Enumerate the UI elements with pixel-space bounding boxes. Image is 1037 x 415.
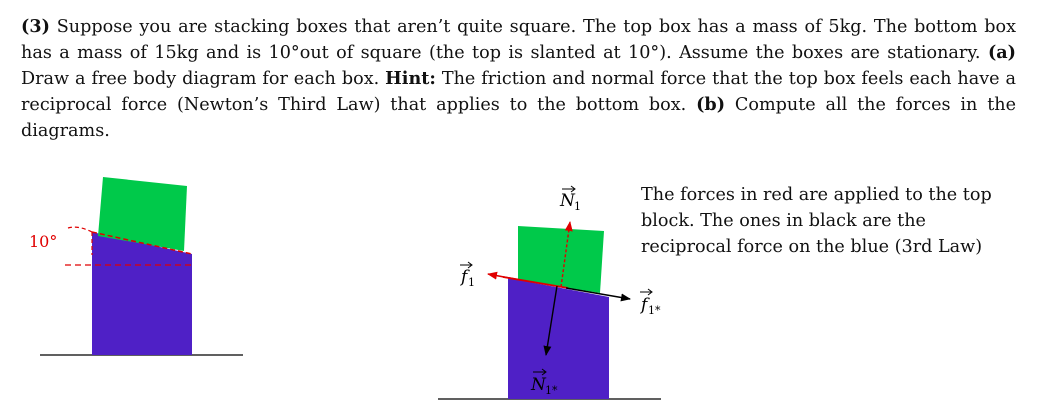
normal-bottom-letter: N xyxy=(530,375,547,395)
angle-arc xyxy=(67,226,93,233)
hint-text: The friction and normal force that the t… xyxy=(21,69,1016,115)
normal-force-reciprocal-arrow xyxy=(543,285,558,356)
part-b-text: Compute all the forces in the diagrams. xyxy=(21,95,1017,141)
right-figure: N 1 N 1* f 1 f 1* xyxy=(438,185,661,400)
problem-statement: (3) Suppose you are stacking boxes that … xyxy=(21,14,1016,144)
label-friction-right: f 1* xyxy=(639,288,661,317)
friction-reciprocal-arrow xyxy=(565,287,631,302)
friction-left-letter: f xyxy=(459,267,470,287)
part-a-label: (a) xyxy=(987,42,1016,63)
normal-top-letter: N xyxy=(559,191,576,211)
normal-bottom-subscript: 1* xyxy=(545,384,558,397)
problem-number: (3) xyxy=(21,16,50,37)
top-box-right xyxy=(518,226,604,293)
friction-right-subscript: 1* xyxy=(648,304,661,317)
problem-text-intro: Suppose you are stacking boxes that aren… xyxy=(21,17,1017,63)
normal-top-subscript: 1 xyxy=(574,200,581,213)
left-figure: 10° xyxy=(29,177,243,356)
friction-top-arrow xyxy=(487,271,521,281)
friction-right-letter: f xyxy=(639,295,650,315)
label-friction-left: f 1 xyxy=(459,261,475,289)
label-normal-top: N 1 xyxy=(559,185,581,213)
bottom-box-left xyxy=(92,232,192,355)
normal-force-top-arrow xyxy=(560,221,573,288)
forces-note: The forces in red are applied to the top… xyxy=(641,185,992,257)
bottom-box-right xyxy=(508,278,609,399)
part-b-label: (b) xyxy=(696,94,726,115)
top-box-left xyxy=(98,177,187,251)
slant-edge-left xyxy=(91,231,193,255)
label-normal-bottom: N 1* xyxy=(530,368,558,397)
angle-label: 10° xyxy=(29,232,57,251)
friction-left-subscript: 1 xyxy=(468,276,475,289)
part-a-text: Draw a free body diagram for each box. xyxy=(21,69,380,89)
hint-label: Hint: xyxy=(385,68,436,89)
